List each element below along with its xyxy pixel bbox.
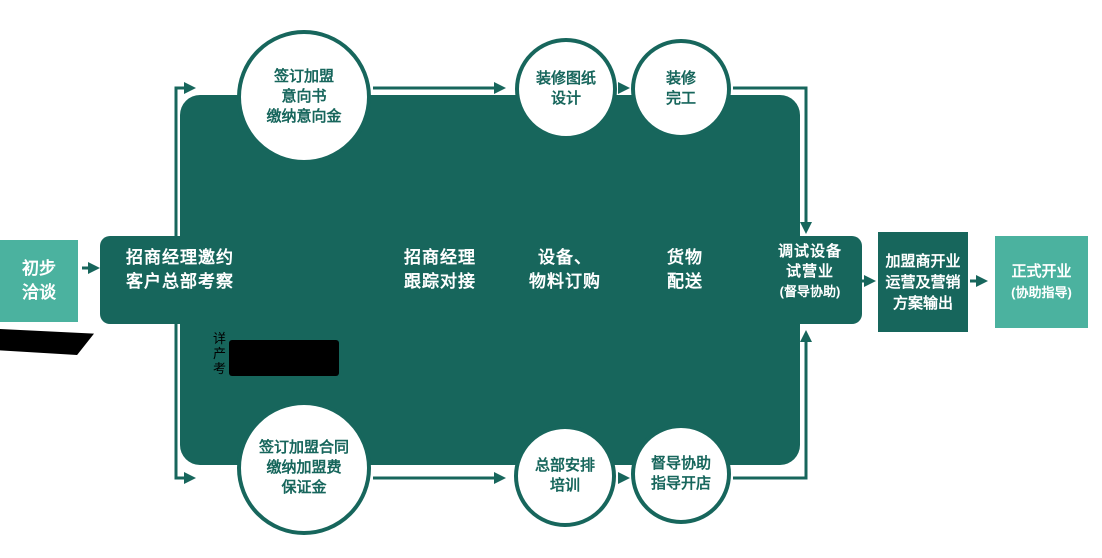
box-label-line: 初步 [22, 259, 56, 278]
circle-label-line: 装修 [665, 70, 696, 87]
note-text: 详 产 考 [213, 331, 226, 376]
circle-supervisor-opening-guidance: 督导协助 指导开店 [631, 424, 731, 524]
circle-label-line: 装修图纸 [535, 70, 596, 87]
note-line: 产 [213, 346, 227, 361]
circle-label-line: 意向书 [281, 88, 327, 105]
step-label-line: 设备、 [538, 248, 592, 267]
circle-sign-franchise-contract: 签订加盟合同 缴纳加盟费 保证金 [237, 401, 371, 535]
step-label-line: 试营业 [785, 263, 834, 280]
step-label-line: (督导协助) [779, 284, 841, 299]
step-label-line: 跟踪对接 [404, 272, 476, 291]
box-label-line: 正式开业 [1011, 263, 1072, 280]
circle-label-line: 设计 [550, 90, 581, 107]
note-line: 详 [213, 331, 227, 346]
box-official-opening: 正式开业 (协助指导) [995, 236, 1088, 328]
arrow-supervision-to-band [733, 330, 812, 480]
circle-decoration-complete: 装修 完工 [631, 39, 731, 139]
circle-decoration-drawing-design: 装修图纸 设计 [515, 38, 617, 140]
step-label-line: 配送 [667, 272, 703, 291]
circle-label-line: 缴纳意向金 [266, 108, 342, 125]
circle-label-line: 签订加盟 [273, 68, 334, 85]
box-label-line: 洽谈 [22, 283, 56, 302]
step-goods-delivery: 货物 配送 [645, 246, 725, 294]
step-label-line: 招商经理邀约 [126, 248, 234, 267]
circle-label-line: 缴纳加盟费 [266, 459, 342, 476]
arrow-complete-to-band [733, 86, 812, 234]
box-label-line: 加盟商开业 [885, 252, 961, 270]
step-label-line: 物料订购 [529, 272, 601, 291]
arrow-band-to-intent-circle [174, 82, 196, 240]
box-label-line: 方案输出 [892, 294, 953, 312]
circle-label-line: 培训 [549, 477, 580, 494]
circle-label-line: 保证金 [281, 479, 327, 496]
step-label-line: 调试设备 [777, 243, 842, 260]
main-flow-band [100, 236, 862, 324]
circle-label-line: 总部安排 [534, 457, 595, 474]
box-label-line: 运营及营销 [885, 273, 961, 291]
black-wedge-shape [0, 329, 94, 355]
step-label-line: 客户总部考察 [126, 272, 234, 291]
circle-label-line: 指导开店 [650, 475, 711, 492]
step-label-line: 货物 [667, 248, 703, 267]
circle-hq-training: 总部安排 培训 [514, 425, 616, 527]
circle-label-line: 督导协助 [650, 455, 711, 472]
step-manager-invite-hq-visit: 招商经理邀约 客户总部考察 [104, 246, 256, 294]
circle-label-line: 完工 [665, 90, 696, 107]
step-manager-follow-up: 招商经理 跟踪对接 [380, 246, 500, 294]
step-equipment-materials-order: 设备、 物料订购 [505, 246, 625, 294]
arrow-band-to-contract-circle [174, 322, 196, 484]
box-label-line: (协助指导) [1011, 285, 1072, 300]
step-trial-operation: 调试设备 试营业 (督导协助) [752, 242, 868, 302]
note-redaction-block [229, 340, 339, 376]
box-initial-negotiation: 初步 洽谈 [0, 240, 78, 322]
box-opening-operation-marketing-plan: 加盟商开业 运营及营销 方案输出 [878, 232, 968, 332]
note-line: 考 [213, 361, 227, 376]
circle-sign-intent-letter: 签订加盟 意向书 缴纳意向金 [237, 30, 371, 164]
circle-label-line: 签订加盟合同 [258, 439, 349, 456]
step-label-line: 招商经理 [404, 248, 476, 267]
